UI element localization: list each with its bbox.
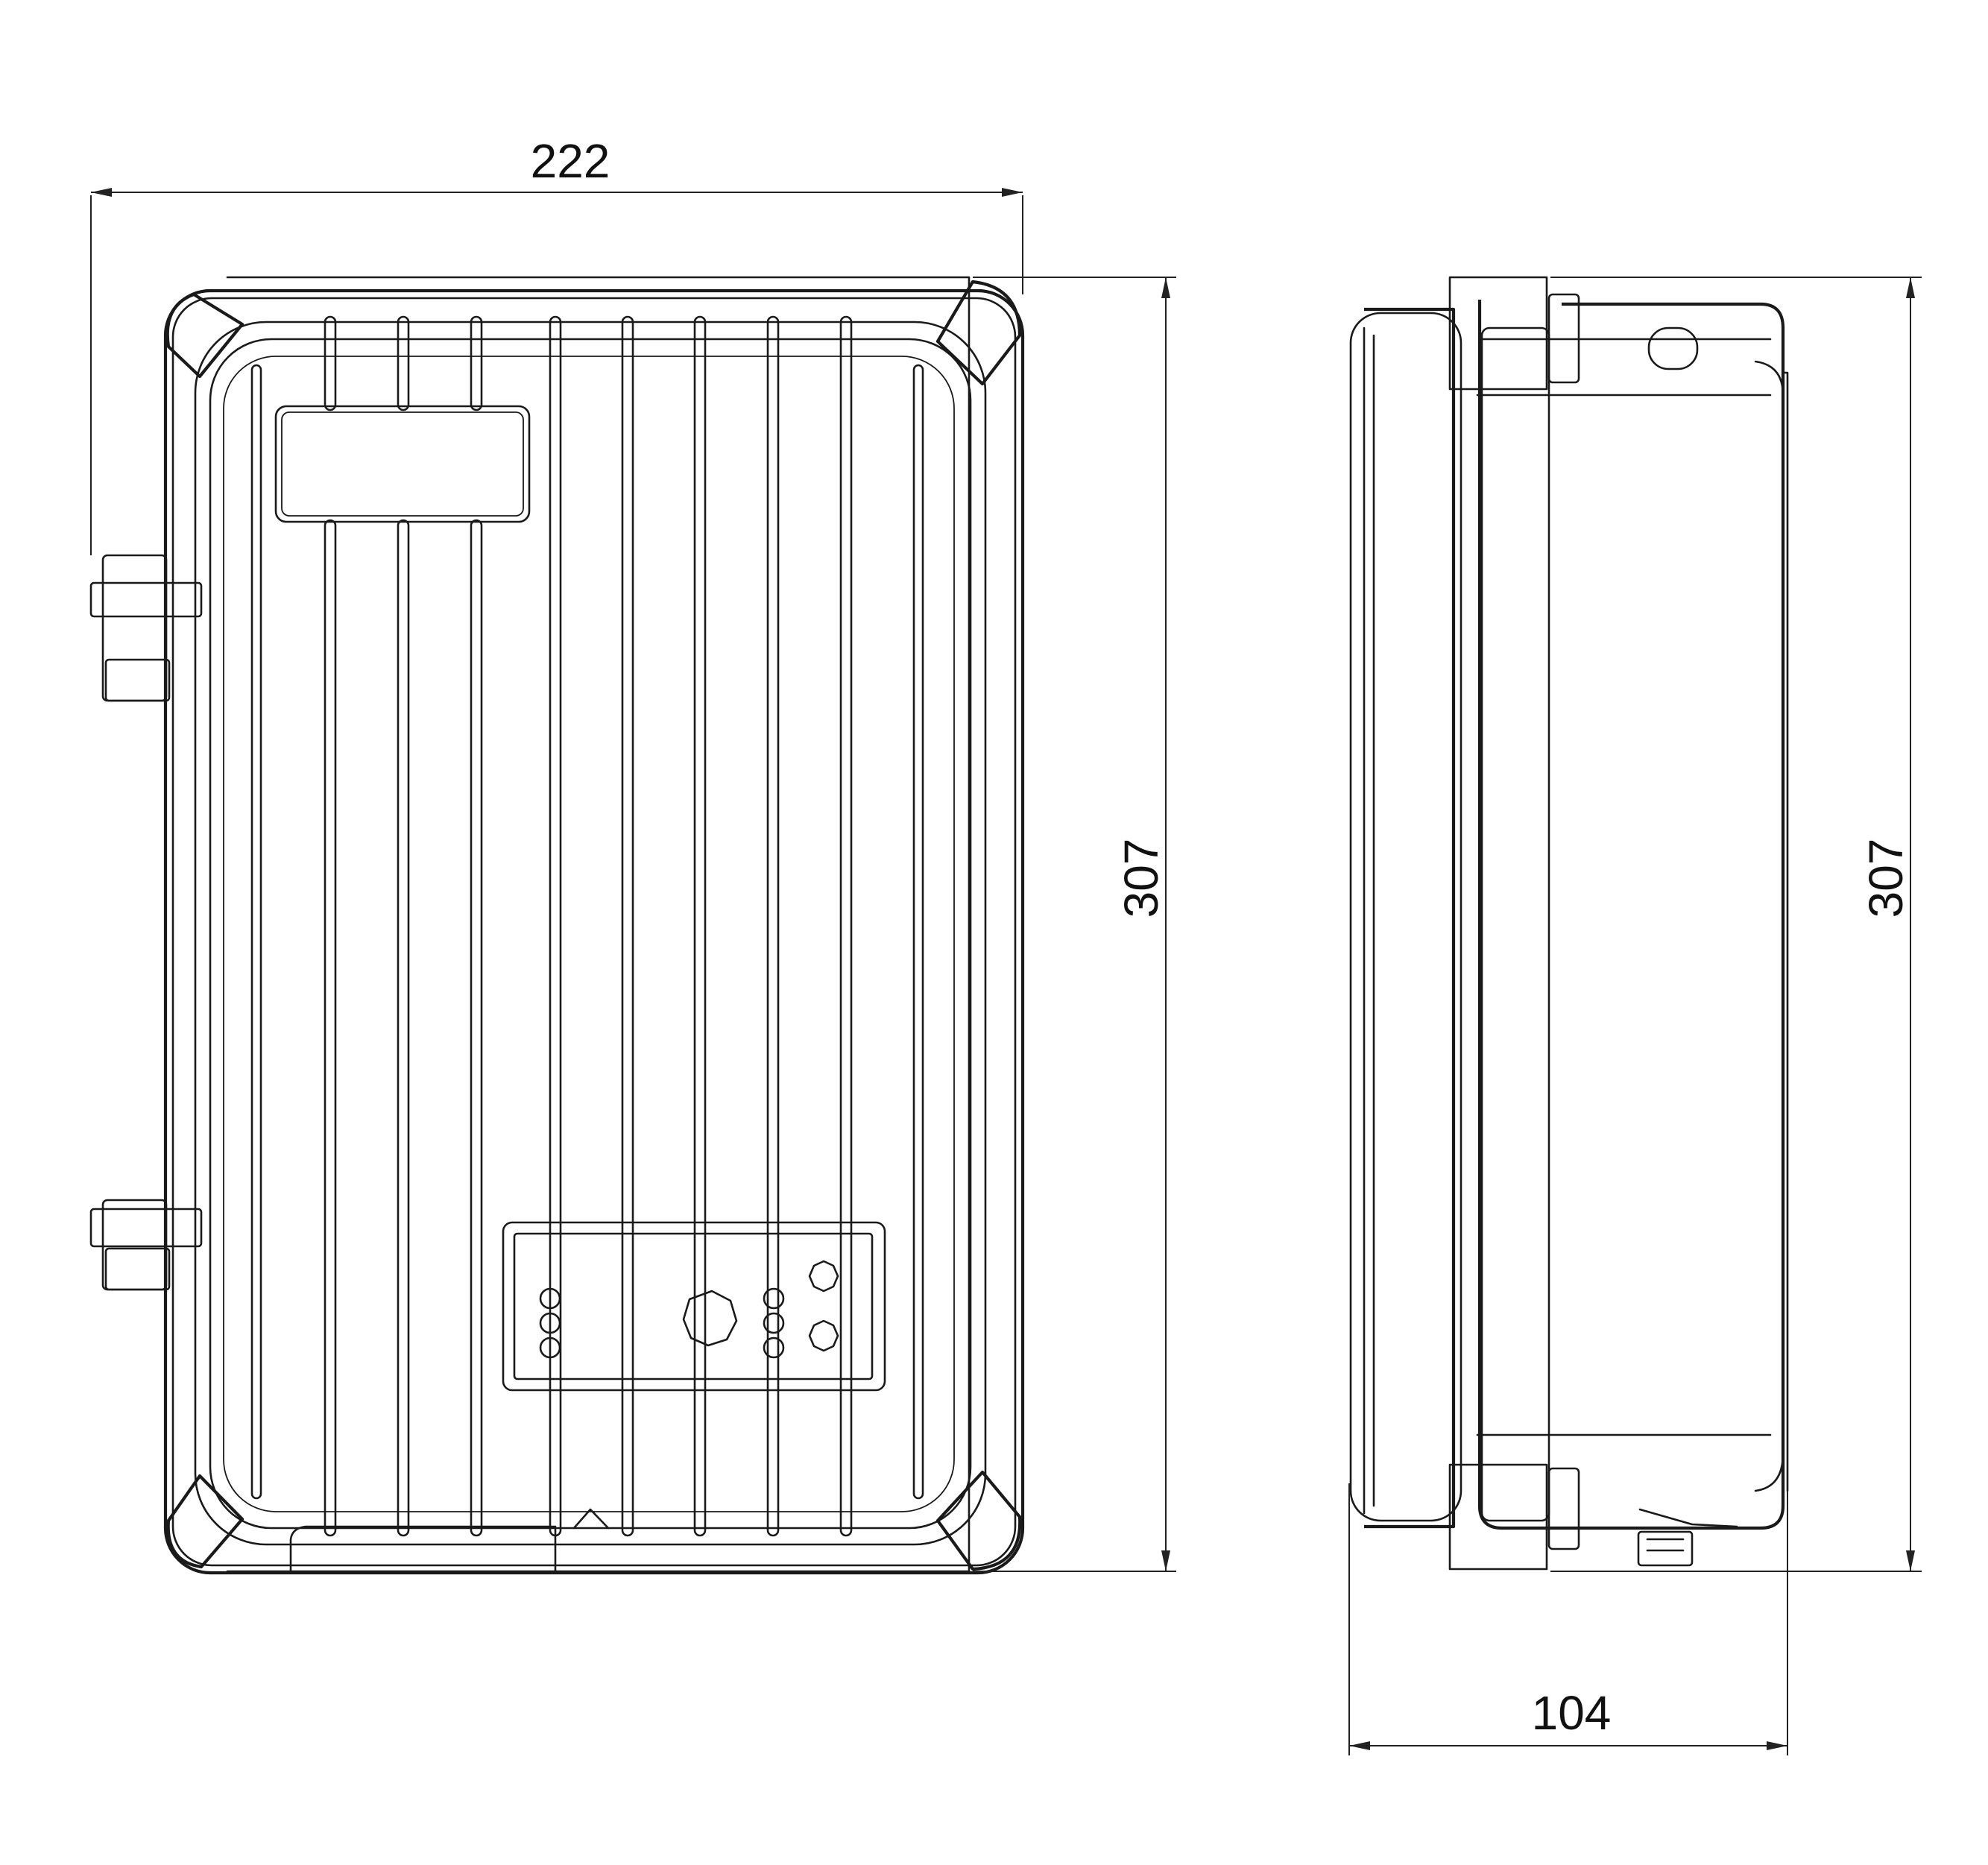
corner-bracket-bottom-left bbox=[166, 1474, 244, 1569]
arrow-head bbox=[1767, 1741, 1787, 1750]
push-button bbox=[808, 1260, 839, 1293]
side-view bbox=[1349, 276, 1789, 1571]
rib bbox=[324, 315, 337, 411]
arrow-head bbox=[1161, 1550, 1170, 1571]
hinge-knuckle bbox=[89, 581, 203, 618]
dimension-depth-label: 104 bbox=[1532, 1686, 1612, 1740]
rib bbox=[397, 519, 410, 1537]
dimension-height-side-label: 307 bbox=[1859, 839, 1913, 918]
control-panel bbox=[502, 1221, 886, 1392]
corner-bracket-top-left bbox=[165, 292, 244, 379]
rib bbox=[397, 315, 410, 411]
indicator-led bbox=[763, 1337, 785, 1359]
indicator-led bbox=[539, 1337, 561, 1359]
dimension-height-front: 307 bbox=[973, 277, 1176, 1572]
front-door-recess bbox=[223, 356, 955, 1512]
side-latch-block bbox=[1480, 326, 1550, 1522]
control-panel-inner bbox=[513, 1232, 874, 1380]
hinge-plate bbox=[101, 1199, 168, 1291]
door-ribs bbox=[250, 315, 924, 1537]
side-body-edge bbox=[1782, 371, 1789, 1492]
arrow-head bbox=[91, 188, 112, 197]
gland-bracket bbox=[1638, 1508, 1738, 1528]
rib bbox=[766, 315, 780, 1537]
bottom-latch bbox=[289, 1525, 557, 1573]
cable-gland bbox=[1637, 1530, 1694, 1567]
side-body-rear-bulge bbox=[1754, 360, 1785, 1492]
side-body bbox=[1477, 300, 1785, 1530]
front-enclosure-inner-edge bbox=[171, 297, 1017, 1567]
indicator-led bbox=[763, 1312, 785, 1334]
rotary-knob bbox=[682, 1290, 738, 1347]
rib bbox=[912, 364, 924, 1500]
hinge-knuckle bbox=[89, 1208, 203, 1248]
arrow-head bbox=[1906, 277, 1915, 298]
dimension-width-label: 222 bbox=[531, 134, 610, 188]
indicator-led bbox=[539, 1287, 561, 1310]
corner-bracket-bottom-right bbox=[935, 1470, 1022, 1571]
arrow-head bbox=[1161, 277, 1170, 298]
arrow-head bbox=[1349, 1741, 1370, 1750]
dimension-height-side: 307 bbox=[1550, 277, 1922, 1572]
push-button bbox=[808, 1319, 839, 1352]
dimension-width-front: 222 bbox=[90, 134, 1023, 555]
rib bbox=[470, 519, 483, 1537]
arrow-head bbox=[1906, 1550, 1915, 1571]
rib bbox=[250, 364, 262, 1500]
front-door-outer bbox=[194, 321, 987, 1546]
side-hinge-bottom bbox=[1448, 1463, 1548, 1571]
rib bbox=[324, 519, 337, 1537]
side-hinge-top bbox=[1448, 276, 1548, 391]
hinge-top bbox=[89, 554, 203, 702]
rib bbox=[470, 315, 483, 411]
side-hinge-top-right bbox=[1547, 293, 1580, 384]
front-view bbox=[89, 276, 1025, 1575]
dimension-depth-side: 104 bbox=[1348, 1483, 1788, 1755]
label-window-inner bbox=[281, 411, 524, 517]
corner-bracket-top-right bbox=[935, 280, 1022, 386]
control-panel-indicators bbox=[539, 1260, 839, 1359]
front-door-inner bbox=[209, 338, 972, 1530]
indicator-led bbox=[763, 1287, 785, 1310]
side-door-outer bbox=[1349, 312, 1462, 1522]
hinge-pin bbox=[104, 658, 171, 702]
top-cap-nut bbox=[1647, 326, 1699, 370]
front-frame-strip bbox=[226, 276, 971, 1573]
hinge-bottom bbox=[89, 1199, 203, 1291]
label-window bbox=[274, 405, 531, 523]
rib bbox=[621, 315, 634, 1537]
cable-gland-thread bbox=[1646, 1538, 1685, 1552]
side-hinge-bottom-right bbox=[1547, 1467, 1580, 1550]
front-enclosure-body bbox=[163, 288, 1025, 1575]
side-door bbox=[1364, 307, 1456, 1529]
hinge-plate bbox=[101, 554, 168, 702]
dimension-height-front-label: 307 bbox=[1114, 839, 1168, 918]
rib bbox=[839, 315, 853, 1537]
indicator-led bbox=[539, 1312, 561, 1334]
hinge-pin bbox=[104, 1247, 171, 1291]
rib bbox=[693, 315, 707, 1537]
arrow-head bbox=[1002, 188, 1023, 197]
latch-notch bbox=[572, 1508, 610, 1530]
